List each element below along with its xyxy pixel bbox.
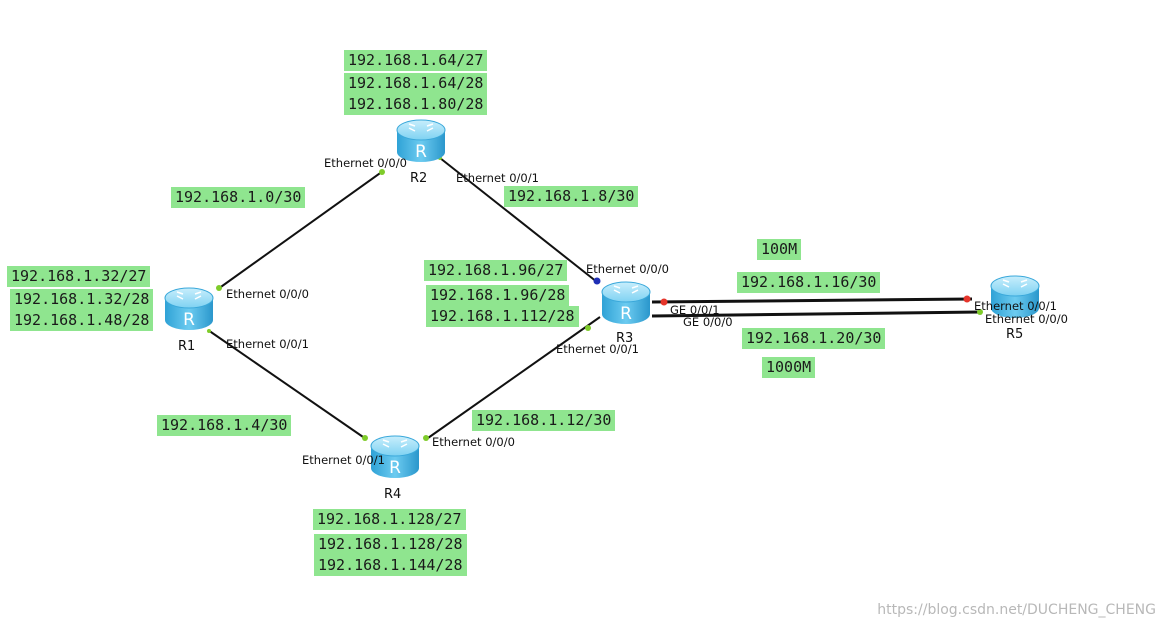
port-dot-r4-e001 (362, 435, 368, 441)
port-label-r1-e000: Ethernet 0/0/0 (226, 287, 309, 301)
router-r5[interactable] (989, 274, 1041, 320)
router-letter: R (389, 458, 401, 478)
port-dot-r5-e001 (963, 295, 971, 303)
router-icon: R (396, 119, 446, 162)
port-label-r5-e000: Ethernet 0/0/0 (985, 312, 1068, 326)
port-label-r2-e000: Ethernet 0/0/0 (324, 156, 407, 170)
port-dot-r2-e000 (379, 169, 385, 175)
port-label-r4-e001: Ethernet 0/0/1 (302, 453, 385, 467)
router-letter: R (183, 310, 195, 330)
router-letter: R (620, 304, 632, 324)
link-r1-r4 (207, 329, 367, 440)
link-r3-r4 (427, 316, 601, 439)
port-label-r4-e000: Ethernet 0/0/0 (432, 435, 515, 449)
port-dot-r5-e000 (977, 309, 983, 315)
subnet-label: 192.168.1.8/30 (504, 186, 639, 207)
subnet-label: 192.168.1.0/30 (171, 187, 306, 208)
subnet-label: 192.168.1.96/28 (426, 285, 570, 306)
bandwidth-label: 100M (757, 239, 802, 260)
router-r3[interactable]: R (600, 280, 652, 326)
port-label-r3-ge000: GE 0/0/0 (683, 315, 733, 329)
router-name-r2: R2 (410, 171, 428, 186)
port-label-r3-ge001: GE 0/0/1 (670, 303, 720, 317)
port-dot-r1-e001 (207, 329, 211, 333)
subnet-label: 192.168.1.80/28 (344, 94, 488, 115)
port-dot-r3-e001 (585, 325, 591, 331)
port-dot-r3-ge001 (660, 298, 668, 306)
router-name-r4: R4 (384, 487, 402, 502)
subnet-label: 192.168.1.64/27 (344, 50, 488, 71)
subnet-label: 192.168.1.64/28 (344, 73, 488, 94)
port-label-r3-e000: Ethernet 0/0/0 (586, 262, 669, 276)
port-dot-r3-e000 (593, 277, 601, 285)
link-r2-r3 (439, 157, 598, 283)
port-dot-r1-e000 (216, 285, 222, 291)
subnet-label: 192.168.1.32/27 (7, 266, 151, 287)
port-dot-r4-e000 (423, 435, 429, 441)
subnet-label: 192.168.1.4/30 (157, 415, 292, 436)
router-letter: R (415, 142, 427, 162)
link-r3-r5-ge001 (651, 297, 973, 304)
subnet-label: 192.168.1.128/27 (313, 509, 466, 530)
link-r3-r5-ge000 (651, 310, 981, 318)
bandwidth-label: 1000M (762, 357, 816, 378)
subnet-label: 192.168.1.16/30 (737, 272, 881, 293)
port-label-r3-e001: Ethernet 0/0/1 (556, 342, 639, 356)
router-icon (990, 275, 1040, 318)
router-icon: R (164, 287, 214, 330)
subnet-label: 192.168.1.96/27 (424, 260, 568, 281)
watermark: https://blog.csdn.net/DUCHENG_CHENG (877, 602, 1156, 618)
router-icon: R (370, 435, 420, 478)
router-name-r3: R3 (616, 331, 634, 346)
router-name-r1: R1 (178, 339, 196, 354)
router-r1[interactable]: R (163, 286, 215, 332)
subnet-label: 192.168.1.48/28 (10, 310, 154, 331)
subnet-label: 192.168.1.20/30 (742, 328, 886, 349)
subnet-label: 192.168.1.112/28 (426, 306, 579, 327)
subnet-label: 192.168.1.12/30 (472, 410, 616, 431)
port-label-r1-e001: Ethernet 0/0/1 (226, 337, 309, 351)
router-icon: R (601, 281, 651, 324)
subnet-label: 192.168.1.128/28 (314, 534, 467, 555)
port-label-r2-e001: Ethernet 0/0/1 (456, 171, 539, 185)
router-r4[interactable]: R (369, 434, 421, 480)
router-r2[interactable]: R (395, 118, 447, 164)
subnet-label: 192.168.1.32/28 (10, 289, 154, 310)
router-name-r5: R5 (1006, 327, 1024, 342)
port-label-r5-e001: Ethernet 0/0/1 (974, 299, 1057, 313)
subnet-label: 192.168.1.144/28 (314, 555, 467, 576)
link-r1-r2 (217, 170, 384, 290)
